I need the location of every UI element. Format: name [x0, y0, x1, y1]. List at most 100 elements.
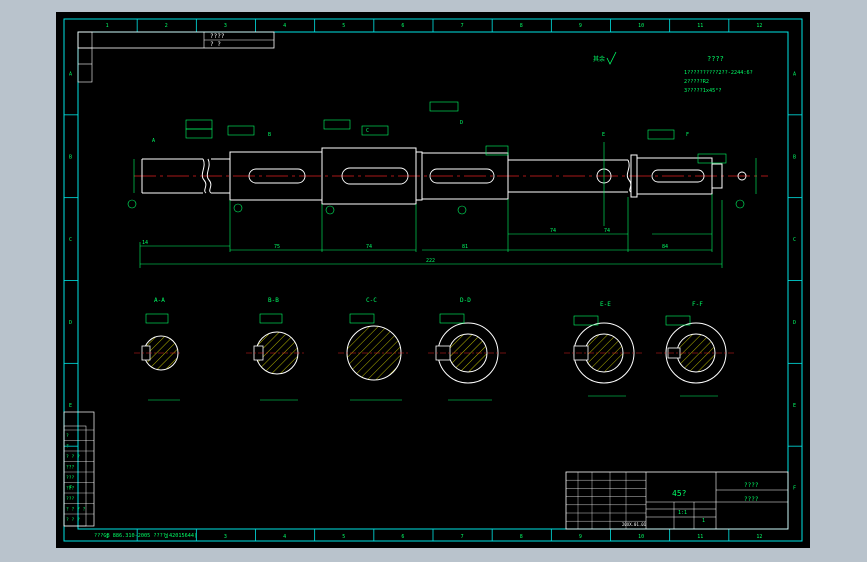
- section-views: A-A B-B C-C: [134, 297, 734, 401]
- top-left-box: ???? ? ?: [77, 31, 275, 83]
- sheet-text: 1: [702, 518, 705, 524]
- zone-top-11: 11: [697, 23, 703, 29]
- zone-right-e: E: [793, 403, 796, 409]
- zone-bottom-2: 2: [165, 534, 168, 540]
- zone-bottom-9: 9: [579, 534, 582, 540]
- zone-bottom-8: 8: [520, 534, 523, 540]
- dim-3: 74: [366, 244, 372, 250]
- part-name-1: ????: [744, 482, 759, 489]
- zone-right-a: A: [793, 71, 796, 77]
- footer-text: ???GB 886.310-2005 ????(42015644): [94, 533, 197, 539]
- section-e-title: E-E: [600, 301, 611, 308]
- notes-title: ????: [707, 55, 724, 63]
- inner-frame: [77, 31, 789, 530]
- part-name-2: ????: [744, 496, 759, 503]
- zone-top-3: 3: [224, 23, 227, 29]
- zone-top-6: 6: [401, 23, 404, 29]
- section-f-title: F-F: [692, 301, 703, 308]
- zone-ticks-left: A B C D E F: [64, 71, 78, 492]
- zone-top-9: 9: [579, 23, 582, 29]
- mark-c: C: [366, 128, 369, 134]
- zone-bottom-11: 11: [697, 534, 703, 540]
- shaft-outline: [141, 147, 723, 205]
- notes-line-2: 2?????R2: [684, 79, 709, 85]
- zone-top-12: 12: [756, 23, 762, 29]
- section-c: C-C: [338, 297, 408, 401]
- notes-line-3: 3?????1x45°?: [684, 88, 721, 94]
- dimension-lines: [133, 142, 757, 268]
- revision-row-8: ? ? ? ?: [66, 507, 86, 513]
- zone-bottom-10: 10: [638, 534, 644, 540]
- zone-top-1: 1: [106, 23, 109, 29]
- scale-text: 1:1: [678, 510, 687, 516]
- revision-row-7: ???: [66, 496, 75, 502]
- section-f: F-F: [656, 301, 734, 397]
- zone-left-b: B: [69, 154, 72, 160]
- zone-bottom-4: 4: [283, 534, 286, 540]
- top-left-box-row2: ? ?: [210, 41, 221, 48]
- revision-row-6: ???: [66, 486, 75, 492]
- title-block-grid: [566, 472, 646, 529]
- dim-4: 81: [462, 244, 468, 250]
- top-left-box-row1: ????: [210, 33, 225, 40]
- mark-e: E: [602, 132, 605, 138]
- dim-2: 75: [274, 244, 280, 250]
- outer-frame: [63, 18, 803, 542]
- title-block: 45? ???? ???? 1:1 1 20XX.01.01: [565, 471, 789, 530]
- notes-line-1: 1??????????2??-2244:6?: [684, 70, 753, 76]
- section-b-title: B-B: [268, 297, 279, 304]
- revision-block: ??? ? ?????????????? ? ? ?? ? ?: [63, 411, 95, 527]
- revision-row-4: ???: [66, 465, 75, 471]
- zone-left-a: A: [69, 71, 72, 77]
- section-b: B-B: [246, 297, 304, 401]
- section-d-title: D-D: [460, 297, 471, 304]
- revision-row-3: ? ? ?: [66, 454, 80, 460]
- overall-length: 222: [426, 258, 435, 264]
- material-text: 45?: [672, 489, 687, 498]
- roughness-note: 其余: [593, 51, 617, 65]
- revision-row-9: ? ? ?: [66, 517, 80, 523]
- section-a: A-A: [134, 297, 182, 401]
- zone-top-10: 10: [638, 23, 644, 29]
- zone-left-d: D: [69, 320, 72, 326]
- zone-bottom-12: 12: [756, 534, 762, 540]
- section-c-title: C-C: [366, 297, 377, 304]
- section-e: E-E: [564, 301, 642, 397]
- date-text: 20XX.01.01: [622, 522, 647, 527]
- mark-a: A: [152, 138, 155, 144]
- surface-mark-text: 其余: [593, 55, 605, 63]
- zone-left-f: F: [69, 486, 72, 492]
- mark-b: B: [268, 132, 271, 138]
- zone-right-b: B: [793, 154, 796, 160]
- zone-bottom-7: 7: [461, 534, 464, 540]
- zone-bottom-6: 6: [401, 534, 404, 540]
- zone-right-d: D: [793, 320, 796, 326]
- zone-top-2: 2: [165, 23, 168, 29]
- zone-left-e: E: [69, 403, 72, 409]
- zone-bottom-1: 1: [106, 534, 109, 540]
- zone-left-c: C: [69, 237, 72, 243]
- zone-top-5: 5: [342, 23, 345, 29]
- dim-6: 74: [604, 228, 610, 234]
- revision-row-5: ???: [66, 475, 75, 481]
- dim-7: 84: [662, 244, 668, 250]
- mark-f: F: [686, 132, 689, 138]
- section-a-title: A-A: [154, 297, 165, 304]
- dim-5: 74: [550, 228, 556, 234]
- shaft-labels: 222 14 75 74 81 74 74 84 A B C D E F: [142, 120, 689, 264]
- zone-top-4: 4: [283, 23, 286, 29]
- technical-notes: ???? 1??????????2??-2244:6? 2?????R2 3??…: [684, 55, 753, 94]
- section-d: D-D: [428, 297, 506, 401]
- zone-top-8: 8: [520, 23, 523, 29]
- mark-d: D: [460, 120, 463, 126]
- zone-bottom-5: 5: [342, 534, 345, 540]
- revision-rows: ??? ? ?????????????? ? ? ?? ? ?: [64, 429, 94, 523]
- dim-1: 14: [142, 240, 148, 246]
- shaft-view: [127, 101, 768, 268]
